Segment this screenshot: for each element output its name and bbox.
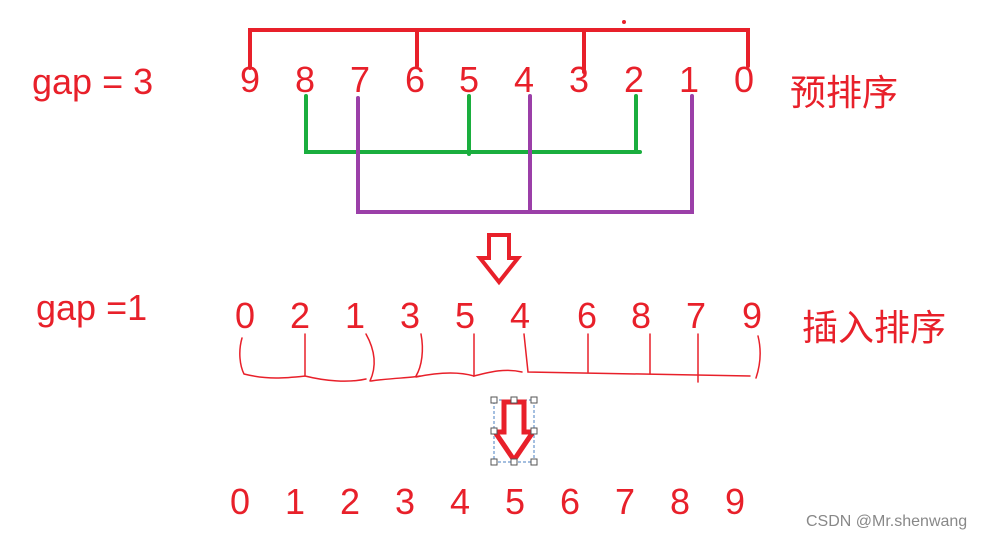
gap-3-label: gap = 3 [32,61,154,102]
gap-1-label: gap =1 [36,287,148,328]
digit-7: 7 [614,481,636,522]
digit-0: 0 [234,295,256,336]
digit-2: 2 [339,481,361,522]
digit-4: 4 [509,295,531,336]
digit-1: 1 [344,295,366,336]
digit-2: 2 [289,295,311,336]
digit-9: 9 [741,295,763,336]
red-dot [622,20,626,24]
purple-group-bracket [356,94,694,214]
digit-5: 5 [454,295,476,336]
digit-4: 4 [449,481,471,522]
down-arrow-icon [490,399,538,465]
digit-4: 4 [513,59,535,100]
digit-3: 3 [394,481,416,522]
digit-6: 6 [559,481,581,522]
digit-9: 9 [724,481,746,522]
digit-3: 3 [399,295,421,336]
digit-6: 6 [576,295,598,336]
watermark-text: CSDN @Mr.shenwang [806,513,968,530]
digit-8: 8 [294,59,316,100]
digit-6: 6 [404,59,426,100]
digit-0: 0 [733,59,755,100]
selection-handles[interactable] [490,396,538,466]
digit-8: 8 [630,295,652,336]
red-group-bracket [248,28,750,74]
digit-7: 7 [349,59,371,100]
digit-1: 1 [284,481,306,522]
digit-9: 9 [239,59,261,100]
selected-arrow-shape[interactable] [490,396,538,466]
digit-5: 5 [504,481,526,522]
down-arrow-icon [475,233,523,286]
hand-drawn-brace [239,333,761,383]
digit-3: 3 [568,59,590,100]
pre-sort-title: 预排序 [790,72,899,113]
digit-2: 2 [623,59,645,100]
digit-1: 1 [678,59,700,100]
digit-5: 5 [458,59,480,100]
digit-8: 8 [669,481,691,522]
digit-0: 0 [229,481,251,522]
insertion-sort-title: 插入排序 [802,307,947,348]
digit-7: 7 [685,295,707,336]
